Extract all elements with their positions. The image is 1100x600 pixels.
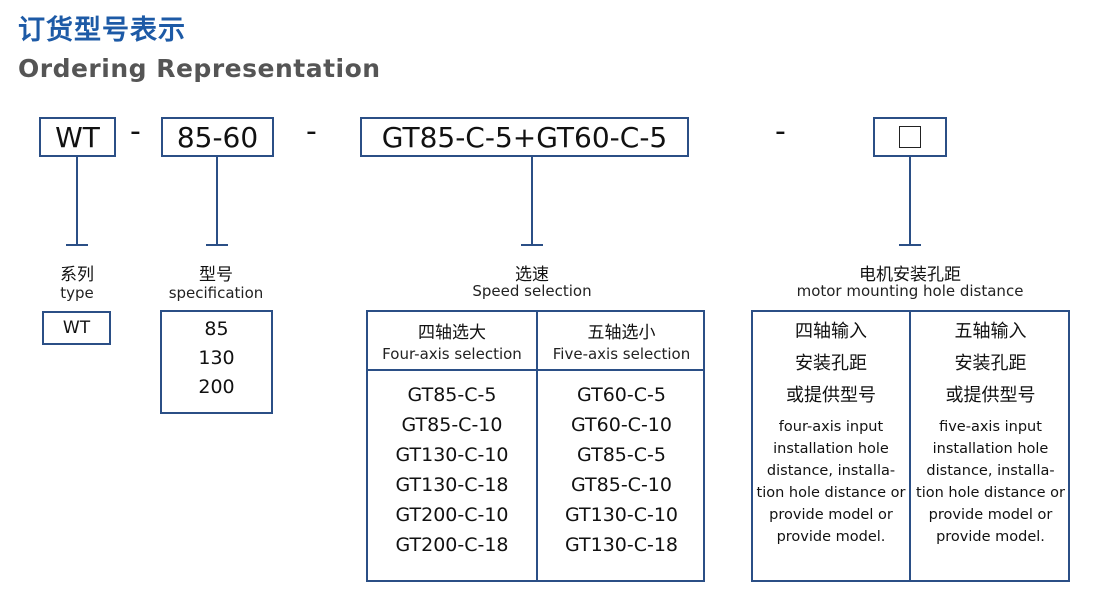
speed-col2-item: GT130-C-10: [564, 504, 679, 526]
mount-col2-en-line: tion hole distance or: [916, 485, 1065, 501]
speed-col2-item: GT60-C-10: [571, 414, 672, 436]
mount-col2: 五轴输入 安装孔距 或提供型号 five-axis input installa…: [911, 316, 1070, 548]
mount-col1-cn-line: 或提供型号: [786, 385, 876, 406]
series-label-cn: 系列: [60, 265, 94, 285]
speed-label-cn: 选速: [515, 265, 549, 285]
mount-col1-en-line: provide model or: [769, 507, 893, 523]
mount-col2-en-line: distance, installa-: [926, 463, 1055, 479]
mount-col2-cn-line: 安装孔距: [954, 353, 1027, 374]
speed-col1-header-en: Four-axis selection: [382, 345, 522, 363]
spec-label-cn: 型号: [199, 265, 233, 285]
speed-col1-item: GT85-C-5: [407, 384, 497, 406]
mount-col2-cn-line: 或提供型号: [945, 385, 1036, 406]
mount-code-box: [873, 117, 947, 157]
speed-col2-item: GT85-C-10: [571, 474, 672, 496]
speed-col1-item: GT200-C-10: [395, 504, 509, 526]
spec-value: 85: [204, 318, 229, 340]
mount-col2-en-line: provide model.: [936, 529, 1045, 545]
spec-label-en: specification: [168, 284, 264, 302]
series-connector: [76, 157, 78, 245]
speed-connector: [531, 157, 533, 245]
spec-connector: [216, 157, 218, 245]
mount-col2-en-line: provide model or: [928, 507, 1053, 523]
mount-connector: [909, 157, 911, 245]
mount-label-en: motor mounting hole distance: [796, 282, 1024, 300]
mount-col2-en-line: installation hole: [932, 441, 1049, 457]
mount-col1-cn-line: 安装孔距: [795, 353, 867, 374]
spec-code-box: 85-60: [161, 117, 274, 157]
mount-table-column-divider: [909, 310, 911, 582]
speed-col1-header-cn: 四轴选大: [418, 323, 486, 343]
series-value: WT: [62, 318, 91, 338]
page-title-en: Ordering Representation: [18, 54, 381, 83]
speed-col1-header: 四轴选大 Four-axis selection: [368, 318, 536, 363]
mount-label-cn: 电机安装孔距: [859, 265, 961, 285]
mount-col1-en-line: installation hole: [773, 441, 889, 457]
separator-3: -: [775, 114, 786, 149]
page-title-cn: 订货型号表示: [18, 15, 186, 46]
series-connector-cap: [66, 244, 88, 246]
mount-col1-en-line: distance, installa-: [766, 463, 896, 479]
speed-col2-header: 五轴选小 Five-axis selection: [538, 318, 705, 363]
speed-label-en: Speed selection: [472, 282, 592, 300]
speed-connector-cap: [521, 244, 543, 246]
speed-col2-item: GT60-C-5: [577, 384, 666, 406]
separator-1: -: [130, 114, 141, 149]
mount-col1-en-line: four-axis input: [778, 419, 884, 435]
speed-col2-item: GT85-C-5: [577, 444, 666, 466]
mount-col2-cn-line: 五轴输入: [954, 321, 1027, 342]
mount-col2-en-line: five-axis input: [939, 419, 1042, 435]
series-values-box: WT: [42, 311, 111, 345]
speed-col2-list: GT60-C-5 GT60-C-10 GT85-C-5 GT85-C-10 GT…: [538, 384, 705, 556]
spec-value: 130: [198, 347, 235, 369]
mount-connector-cap: [899, 244, 921, 246]
speed-col2-header-en: Five-axis selection: [552, 345, 691, 363]
speed-col1-item: GT130-C-18: [395, 474, 509, 496]
speed-table-column-divider: [536, 310, 538, 582]
separator-2: -: [306, 114, 317, 149]
speed-col2-item: GT130-C-18: [564, 534, 679, 556]
speed-col1-list: GT85-C-5 GT85-C-10 GT130-C-10 GT130-C-18…: [368, 384, 536, 556]
spec-connector-cap: [206, 244, 228, 246]
mount-col1-cn-line: 四轴输入: [795, 321, 867, 342]
speed-col1-item: GT130-C-10: [395, 444, 509, 466]
speed-col2-header-cn: 五轴选小: [587, 323, 656, 343]
blank-square-icon: [899, 126, 921, 148]
series-label-en: type: [60, 284, 94, 302]
mount-col1: 四轴输入 安装孔距 或提供型号 four-axis input installa…: [753, 316, 909, 548]
series-code-box: WT: [39, 117, 116, 157]
spec-values-box: 85 130 200: [160, 310, 273, 414]
spec-value: 200: [198, 376, 235, 398]
speed-selection-table: [366, 310, 705, 582]
speed-table-header-divider: [366, 369, 705, 371]
speed-code-box: GT85-C-5+GT60-C-5: [360, 117, 689, 157]
mount-col1-en-line: provide model.: [776, 529, 886, 545]
mount-col1-en-line: tion hole distance or: [756, 485, 906, 501]
speed-col1-item: GT200-C-18: [395, 534, 509, 556]
speed-col1-item: GT85-C-10: [401, 414, 503, 436]
